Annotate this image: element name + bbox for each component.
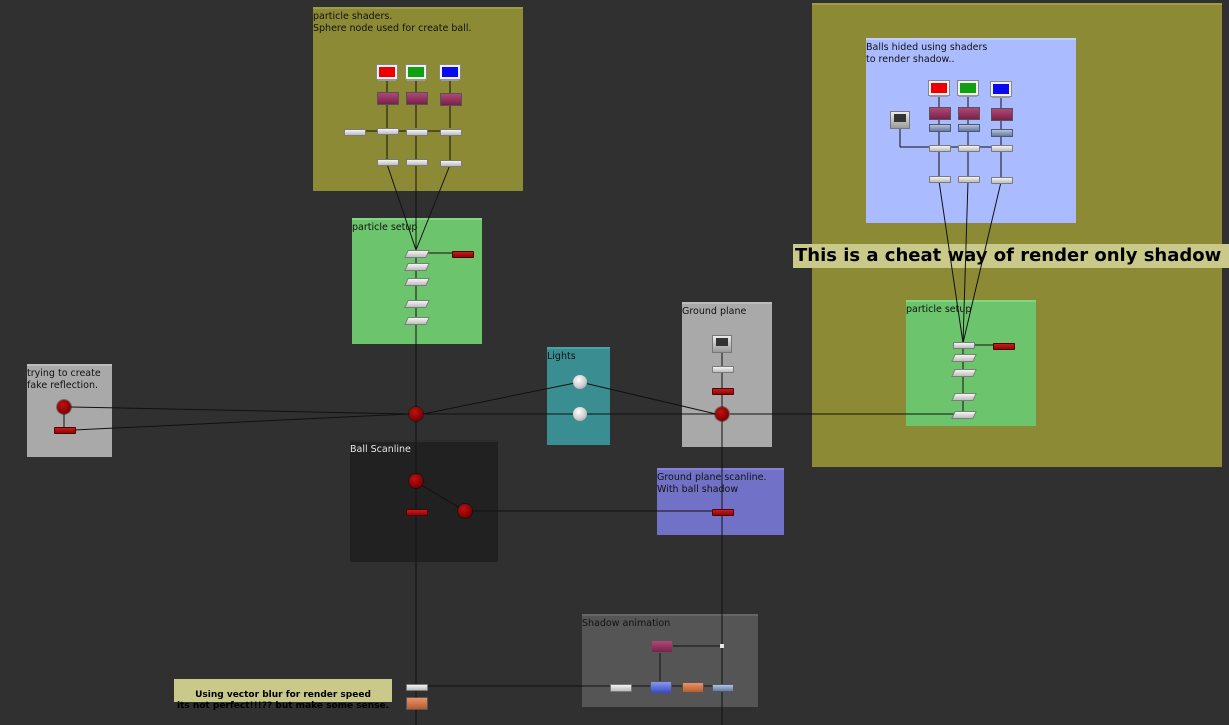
backdrop-ground-plane[interactable]: Ground plane bbox=[682, 302, 772, 447]
particle-node[interactable] bbox=[951, 369, 977, 377]
backdrop-label: Ball Scanline bbox=[350, 444, 411, 455]
backdrop-label: particle setup bbox=[352, 222, 418, 233]
shadow-blur-node[interactable] bbox=[650, 681, 672, 694]
output-node[interactable] bbox=[440, 160, 462, 167]
particle-settings-node[interactable] bbox=[452, 251, 474, 258]
particle-settings-node[interactable] bbox=[993, 343, 1015, 350]
ball-scanline-merge-node[interactable] bbox=[409, 474, 423, 488]
backdrop-label: particle setup bbox=[906, 304, 972, 315]
hidden-shader-green-node[interactable] bbox=[958, 81, 978, 95]
shader-node[interactable] bbox=[929, 124, 951, 132]
constant-shader-blue-node[interactable] bbox=[440, 65, 460, 79]
hidden-transform-node[interactable] bbox=[991, 145, 1013, 152]
vector-blur-node[interactable] bbox=[406, 697, 428, 710]
transform-node[interactable] bbox=[406, 129, 428, 136]
particle-node[interactable] bbox=[404, 300, 430, 308]
shadow-transform-node[interactable] bbox=[651, 640, 673, 653]
backdrop-label: Shadow animation bbox=[582, 618, 671, 629]
shader-node[interactable] bbox=[958, 124, 980, 132]
particle-emitter-node[interactable] bbox=[404, 250, 430, 258]
shader-node[interactable] bbox=[991, 129, 1013, 137]
hidden-shader-blue-node[interactable] bbox=[991, 82, 1011, 96]
fake-reflection-transform-node[interactable] bbox=[54, 427, 76, 434]
backdrop-label: Lights bbox=[547, 351, 576, 362]
hidden-output-node[interactable] bbox=[929, 176, 951, 183]
ground-transform-node[interactable] bbox=[712, 366, 734, 373]
particle-node[interactable] bbox=[404, 263, 430, 271]
output-node[interactable] bbox=[377, 159, 399, 166]
ground-scanline-render-node[interactable] bbox=[712, 509, 734, 516]
shadow-input-node[interactable] bbox=[610, 684, 632, 692]
light-node[interactable] bbox=[573, 375, 587, 389]
hidden-output-node[interactable] bbox=[991, 177, 1013, 184]
particle-node[interactable] bbox=[951, 354, 977, 362]
ball-scanline-render-node[interactable] bbox=[406, 509, 428, 516]
constant-shader-red-node[interactable] bbox=[377, 65, 397, 79]
light-node[interactable] bbox=[573, 407, 587, 421]
sphere-node[interactable] bbox=[377, 92, 399, 105]
sphere-node[interactable] bbox=[440, 93, 462, 106]
ground-merge-node[interactable] bbox=[715, 407, 729, 421]
card-node[interactable] bbox=[712, 335, 732, 353]
shadow-grade-node[interactable] bbox=[682, 682, 704, 693]
hidden-sphere-node[interactable] bbox=[929, 107, 951, 120]
backdrop-label: particle shaders. Sphere node used for c… bbox=[313, 11, 472, 34]
particle-node[interactable] bbox=[404, 317, 430, 325]
constant-shader-green-node[interactable] bbox=[406, 65, 426, 79]
output-node[interactable] bbox=[406, 159, 428, 166]
backdrop-label: Ground plane scanline. With ball shadow bbox=[657, 472, 767, 495]
transform-node[interactable] bbox=[377, 128, 399, 135]
particle-node[interactable] bbox=[951, 393, 977, 401]
hidden-output-node[interactable] bbox=[958, 176, 980, 183]
sticky-note-text: This is a cheat way of render only shado… bbox=[795, 245, 1222, 266]
sticky-note-cheat[interactable]: This is a cheat way of render only shado… bbox=[793, 244, 1229, 268]
backdrop-label: trying to create fake reflection. bbox=[27, 368, 101, 391]
shadow-merge-node[interactable] bbox=[712, 684, 734, 692]
camera-node[interactable] bbox=[890, 111, 910, 129]
transform-node[interactable] bbox=[440, 129, 462, 136]
sticky-note-vector-blur[interactable]: Using vector blur for render speed its n… bbox=[174, 679, 392, 711]
backdrop-label: Ground plane bbox=[682, 306, 747, 317]
fake-reflection-merge-node[interactable] bbox=[57, 400, 71, 414]
sticky-note-text: Using vector blur for render speed its n… bbox=[176, 690, 390, 711]
particle-node[interactable] bbox=[404, 278, 430, 286]
hidden-sphere-node[interactable] bbox=[958, 107, 980, 120]
hidden-shader-red-node[interactable] bbox=[929, 81, 949, 95]
ground-red-node[interactable] bbox=[712, 388, 734, 395]
hidden-transform-node[interactable] bbox=[958, 145, 980, 152]
hidden-transform-node[interactable] bbox=[929, 145, 951, 152]
backdrop-label: Balls hided using shaders to render shad… bbox=[866, 42, 988, 65]
backdrop-particle-setup-right[interactable]: particle setup bbox=[906, 300, 1036, 426]
backdrop-ground-scanline[interactable]: Ground plane scanline. With ball shadow bbox=[657, 468, 784, 535]
dot-node[interactable] bbox=[720, 644, 724, 648]
particle-emitter-node[interactable] bbox=[953, 342, 975, 349]
sphere-node[interactable] bbox=[406, 92, 428, 105]
particle-node[interactable] bbox=[951, 411, 977, 419]
scene-input-node[interactable] bbox=[344, 129, 366, 136]
vector-blur-input-node[interactable] bbox=[406, 684, 428, 691]
backdrop-lights[interactable]: Lights bbox=[547, 347, 610, 445]
backdrop-ball-scanline[interactable]: Ball Scanline bbox=[350, 440, 498, 562]
ball-scanline-output-node[interactable] bbox=[458, 504, 472, 518]
merge-node[interactable] bbox=[409, 407, 423, 421]
hidden-sphere-node[interactable] bbox=[991, 108, 1013, 121]
